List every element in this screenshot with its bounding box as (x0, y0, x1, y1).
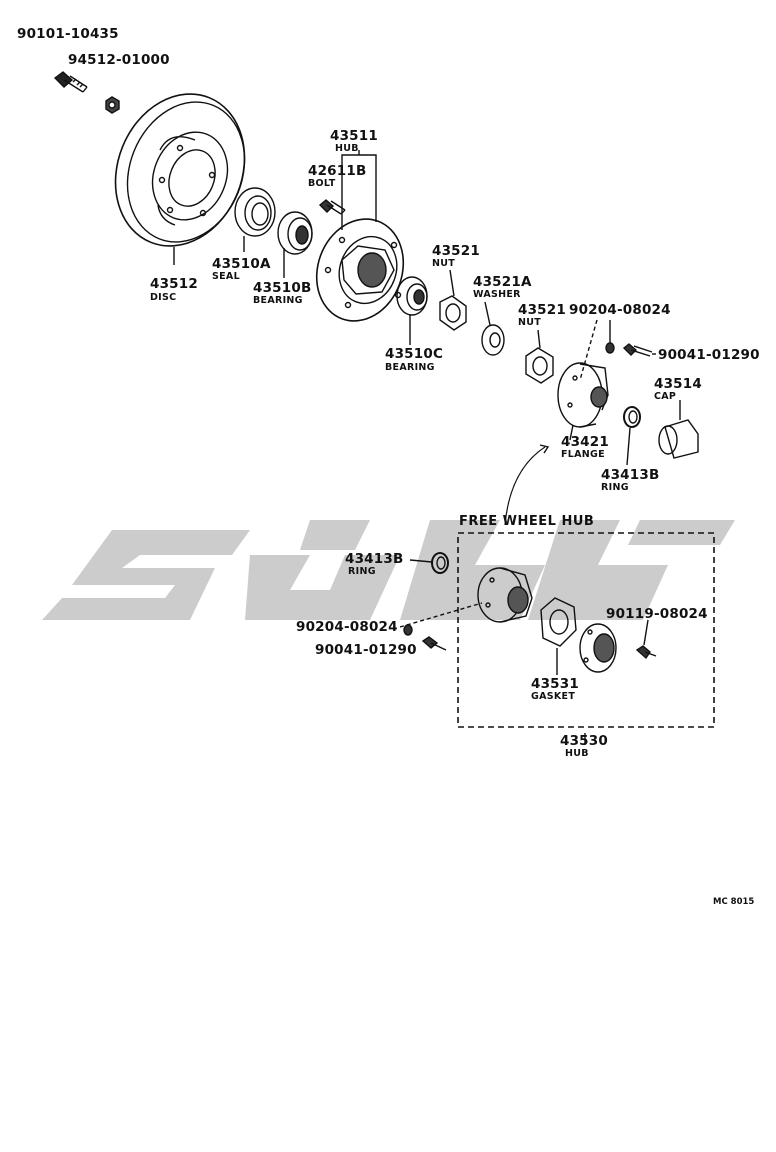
figure-code: MC 8015 (713, 897, 755, 907)
part-number-90204-08024-b: 90204-08024 (296, 619, 398, 635)
washer-43521A (481, 301, 505, 356)
part-name-nut-a: NUT (432, 258, 456, 269)
group-label-free-wheel-hub: FREE WHEEL HUB (459, 514, 595, 529)
part-name-nut-b: NUT (518, 317, 542, 328)
part-number-43512: 43512 (150, 276, 198, 292)
nut-43521-b (525, 329, 554, 384)
ring-43413B-b (409, 552, 449, 574)
hub-cover (579, 623, 617, 673)
part-number-43521-a: 43521 (432, 243, 480, 259)
flange-43421 (557, 362, 609, 441)
bearing-43510B (277, 211, 313, 278)
part-number-90041-01290-b: 90041-01290 (315, 642, 417, 658)
part-number-43510A: 43510A (212, 256, 271, 272)
part-name-bearing-b: BEARING (253, 295, 303, 306)
ring-43413B-a (623, 406, 641, 466)
bolt-90041-01290-b (421, 636, 447, 651)
part-name-ring-b: RING (348, 566, 376, 577)
part-number-43413B-b: 43413B (345, 551, 404, 567)
part-name-disc: DISC (150, 292, 177, 303)
washer-90204-08024-b (403, 624, 413, 636)
part-number-43531: 43531 (531, 676, 579, 692)
bolt-42611B (318, 199, 346, 215)
hub-43511 (315, 150, 405, 322)
part-number-90101-10435: 90101-10435 (17, 26, 119, 42)
part-number-43413B-a: 43413B (601, 467, 660, 483)
part-number-94512-01000: 94512-01000 (68, 52, 170, 68)
cap-43514 (658, 400, 699, 459)
part-number-42611B: 42611B (308, 163, 367, 179)
part-number-90041-01290-a: 90041-01290 (658, 347, 760, 363)
part-name-seal: SEAL (212, 271, 240, 282)
bolt-90041-01290-a (622, 343, 656, 357)
nut-43521-a (439, 269, 467, 331)
part-name-washer: WASHER (473, 289, 521, 300)
disc-43512 (114, 93, 246, 265)
bolt-90101-10435 (53, 71, 88, 93)
part-name-bolt: BOLT (308, 178, 336, 189)
bearing-43510C (396, 276, 428, 345)
gasket-43531 (540, 597, 577, 675)
washer-90204-08024-a (605, 320, 615, 354)
part-name-hub: HUB (335, 143, 359, 154)
part-name-gasket: GASKET (531, 691, 576, 702)
seal-43510A (234, 187, 276, 252)
leader-dashed-lower (399, 602, 483, 628)
part-number-90119-08024: 90119-08024 (606, 606, 708, 622)
part-number-43514: 43514 (654, 376, 702, 392)
part-number-43510B: 43510B (253, 280, 312, 296)
part-number-43421: 43421 (561, 434, 609, 450)
part-name-cap: CAP (654, 391, 677, 402)
part-number-43530: 43530 (560, 733, 608, 749)
pointer-arrow (504, 446, 546, 526)
part-name-bearing-c: BEARING (385, 362, 435, 373)
leader-dashed (579, 319, 598, 381)
part-name-hub-free-wheel: HUB (565, 748, 589, 759)
part-name-flange: FLANGE (561, 449, 605, 460)
part-number-43521-b: 43521 (518, 302, 566, 318)
free-wheel-hub-box (457, 532, 715, 728)
part-number-43510C: 43510C (385, 346, 444, 362)
part-name-ring-a: RING (601, 482, 629, 493)
free-wheel-hub-body (477, 567, 533, 623)
watermark (42, 520, 735, 620)
part-number-90204-08024-a: 90204-08024 (569, 302, 671, 318)
part-number-43511: 43511 (330, 128, 378, 144)
bolt-90119-08024 (635, 619, 657, 660)
part-number-43521A: 43521A (473, 274, 532, 290)
nut-94512-01000 (105, 96, 120, 114)
